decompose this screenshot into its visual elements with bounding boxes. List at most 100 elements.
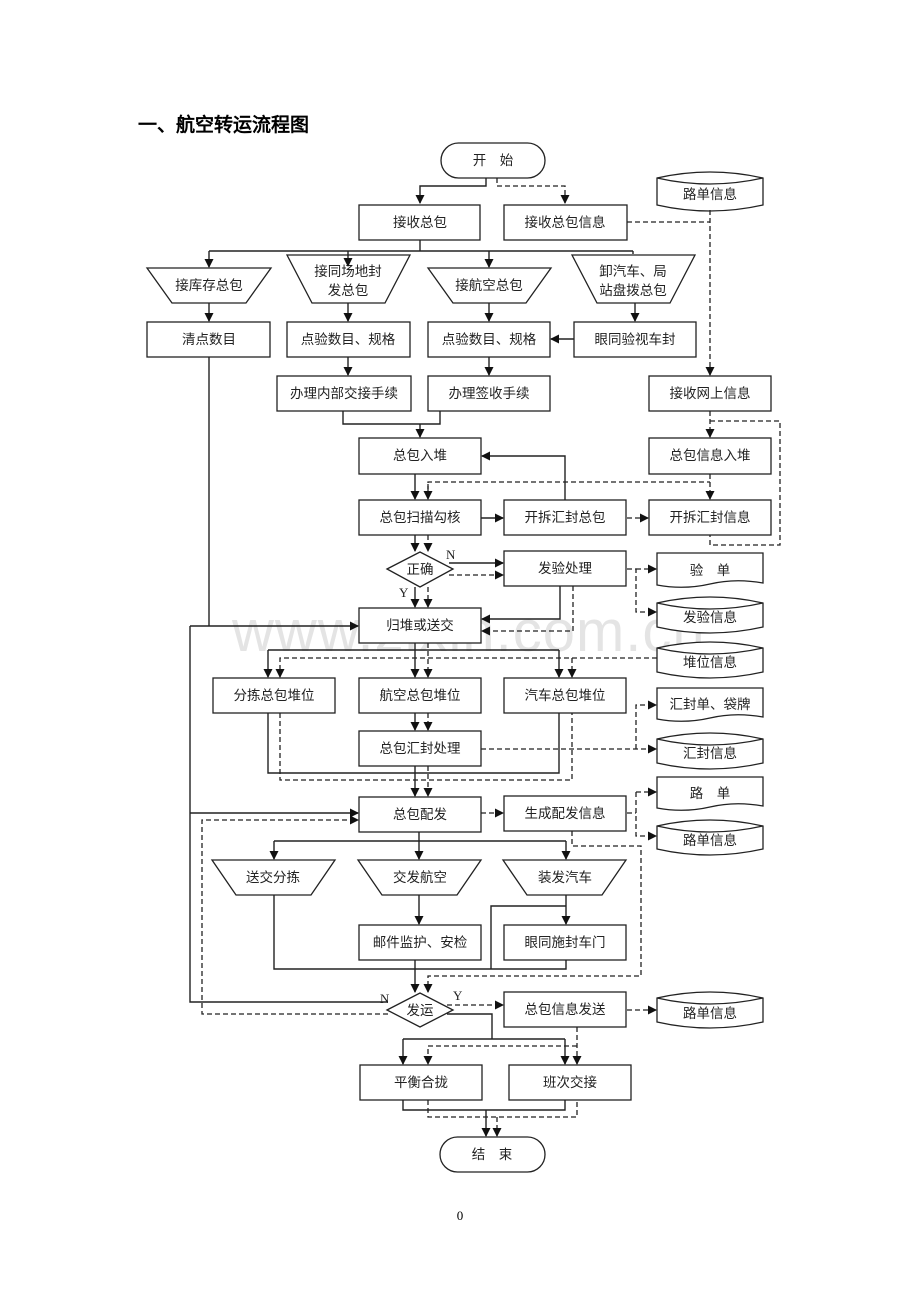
end-terminal: 结 束 (439, 1136, 546, 1173)
svg-text:点验数目、规格: 点验数目、规格 (442, 332, 537, 348)
svg-text:清点数目: 清点数目 (182, 332, 236, 348)
verify-process-box: 发验处理 (503, 550, 627, 587)
svg-text:站盘拨总包: 站盘拨总包 (599, 282, 667, 299)
page-number: 0 (456, 1208, 464, 1223)
send-package-info-box: 总包信息发送 (503, 991, 627, 1028)
truck-stack-box: 汽车总包堆位 (503, 677, 627, 714)
edge-start-receive (415, 178, 487, 204)
svg-text:邮件监护、安检: 邮件监护、安检 (373, 935, 468, 951)
svg-text:发总包: 发总包 (328, 283, 369, 299)
svg-text:路 单: 路 单 (690, 786, 731, 802)
svg-text:卸汽车、局: 卸汽车、局 (599, 263, 667, 280)
svg-text:接收总包信息: 接收总包信息 (525, 214, 606, 231)
svg-text:发运: 发运 (407, 1003, 434, 1019)
load-truck-input: 装发汽车 (501, 859, 628, 896)
svg-text:汽车总包堆位: 汽车总包堆位 (525, 687, 606, 704)
svg-text:办理内部交接手续: 办理内部交接手续 (290, 385, 398, 402)
package-info-stack-box: 总包信息入堆 (648, 437, 772, 475)
svg-text:路单信息: 路单信息 (683, 1005, 737, 1022)
svg-text:点验数目、规格: 点验数目、规格 (301, 332, 396, 348)
svg-text:路单信息: 路单信息 (683, 186, 737, 203)
svg-text:生成配发信息: 生成配发信息 (525, 805, 606, 822)
svg-text:结 束: 结 束 (472, 1147, 513, 1163)
receive-online-info-box: 接收网上信息 (648, 375, 772, 412)
svg-text:总包扫描勾核: 总包扫描勾核 (380, 510, 461, 526)
svg-text:总包信息入堆: 总包信息入堆 (670, 447, 751, 464)
seal-info-database: 汇封信息 (656, 732, 764, 770)
svg-text:总包信息发送: 总包信息发送 (525, 1001, 606, 1018)
waybill-document: 路 单 (656, 776, 764, 811)
receive-package-box: 接收总包 (358, 204, 481, 241)
dispatch-decision: 发运 (385, 992, 455, 1028)
send-sort-input: 送交分拣 (210, 859, 337, 896)
dispatch-no-label: N (380, 991, 390, 1006)
svg-text:送交分拣: 送交分拣 (246, 869, 300, 886)
svg-text:堆位信息: 堆位信息 (683, 654, 737, 671)
svg-text:总包配发: 总包配发 (393, 807, 447, 823)
svg-text:平衡合拢: 平衡合拢 (394, 1075, 448, 1091)
receive-stock-package-input: 接库存总包 (145, 267, 273, 304)
send-air-input: 交发航空 (356, 859, 483, 896)
sort-stack-box: 分拣总包堆位 (212, 677, 336, 714)
receive-same-site-package-input: 接同场地封 发总包 (285, 254, 412, 304)
svg-text:接收网上信息: 接收网上信息 (670, 385, 751, 402)
open-seal-package-box: 开拆汇封总包 (503, 499, 627, 536)
verify-info-database: 发验信息 (656, 596, 764, 634)
svg-text:眼同验视车封: 眼同验视车封 (595, 331, 676, 348)
receive-air-package-input: 接航空总包 (426, 267, 553, 304)
stack-position-info-database: 堆位信息 (656, 641, 764, 679)
dashed-connectors (201, 178, 781, 1137)
svg-text:路单信息: 路单信息 (683, 832, 737, 849)
distribute-box: 总包配发 (358, 796, 482, 833)
balance-box: 平衡合拢 (359, 1064, 483, 1101)
svg-text:接收总包: 接收总包 (393, 214, 447, 231)
waybill-info-database-2: 路单信息 (656, 819, 764, 856)
svg-text:总包汇封处理: 总包汇封处理 (380, 741, 461, 757)
generate-distribution-info-box: 生成配发信息 (503, 795, 627, 832)
verify-document: 验 单 (656, 552, 764, 588)
seal-door-box: 眼同施封车门 (503, 924, 627, 961)
page-title: 一、航空转运流程图 (138, 114, 310, 136)
svg-text:验 单: 验 单 (690, 563, 731, 579)
watch-seal-box: 眼同验视车封 (573, 321, 697, 358)
count-box: 清点数目 (146, 321, 271, 358)
seal-document: 汇封单、袋牌 (656, 687, 764, 722)
svg-text:装发汽车: 装发汽车 (538, 869, 592, 886)
svg-text:接航空总包: 接航空总包 (455, 277, 523, 294)
correct-no-label: N (446, 547, 456, 562)
svg-text:班次交接: 班次交接 (543, 1074, 597, 1091)
open-seal-info-box: 开拆汇封信息 (648, 499, 772, 536)
svg-text:归堆或送交: 归堆或送交 (386, 617, 454, 634)
correct-decision: 正确 (385, 551, 455, 588)
svg-text:开 始: 开 始 (473, 153, 514, 169)
waybill-info-database-1: 路单信息 (656, 171, 764, 212)
sign-receipt-box: 办理签收手续 (427, 375, 551, 412)
svg-text:交发航空: 交发航空 (393, 869, 447, 886)
solid-connectors (189, 178, 640, 1137)
svg-text:发验处理: 发验处理 (538, 561, 592, 577)
scan-check-box: 总包扫描勾核 (358, 499, 482, 536)
dispatch-yes-label: Y (453, 988, 463, 1003)
svg-text:总包入堆: 总包入堆 (393, 448, 447, 464)
svg-text:正确: 正确 (407, 562, 434, 578)
waybill-info-database-3: 路单信息 (656, 991, 764, 1029)
start-terminal: 开 始 (440, 142, 546, 179)
svg-text:眼同施封车门: 眼同施封车门 (525, 934, 606, 951)
svg-text:开拆汇封信息: 开拆汇封信息 (670, 509, 751, 526)
svg-text:开拆汇封总包: 开拆汇封总包 (525, 510, 606, 526)
correct-yes-label: Y (399, 585, 409, 600)
check-spec-box-1: 点验数目、规格 (286, 321, 411, 358)
unload-truck-package-input: 卸汽车、局 站盘拨总包 (570, 254, 697, 304)
stack-or-send-box: 归堆或送交 (358, 607, 482, 644)
svg-text:分拣总包堆位: 分拣总包堆位 (234, 688, 315, 704)
internal-handover-box: 办理内部交接手续 (276, 375, 412, 412)
receive-package-info-box: 接收总包信息 (503, 204, 628, 241)
svg-text:汇封单、袋牌: 汇封单、袋牌 (670, 696, 751, 713)
svg-text:接库存总包: 接库存总包 (175, 277, 243, 294)
svg-text:办理签收手续: 办理签收手续 (449, 385, 530, 402)
seal-process-box: 总包汇封处理 (358, 730, 482, 767)
svg-text:航空总包堆位: 航空总包堆位 (380, 688, 461, 704)
check-spec-box-2: 点验数目、规格 (427, 321, 551, 358)
package-stack-box: 总包入堆 (358, 437, 482, 475)
